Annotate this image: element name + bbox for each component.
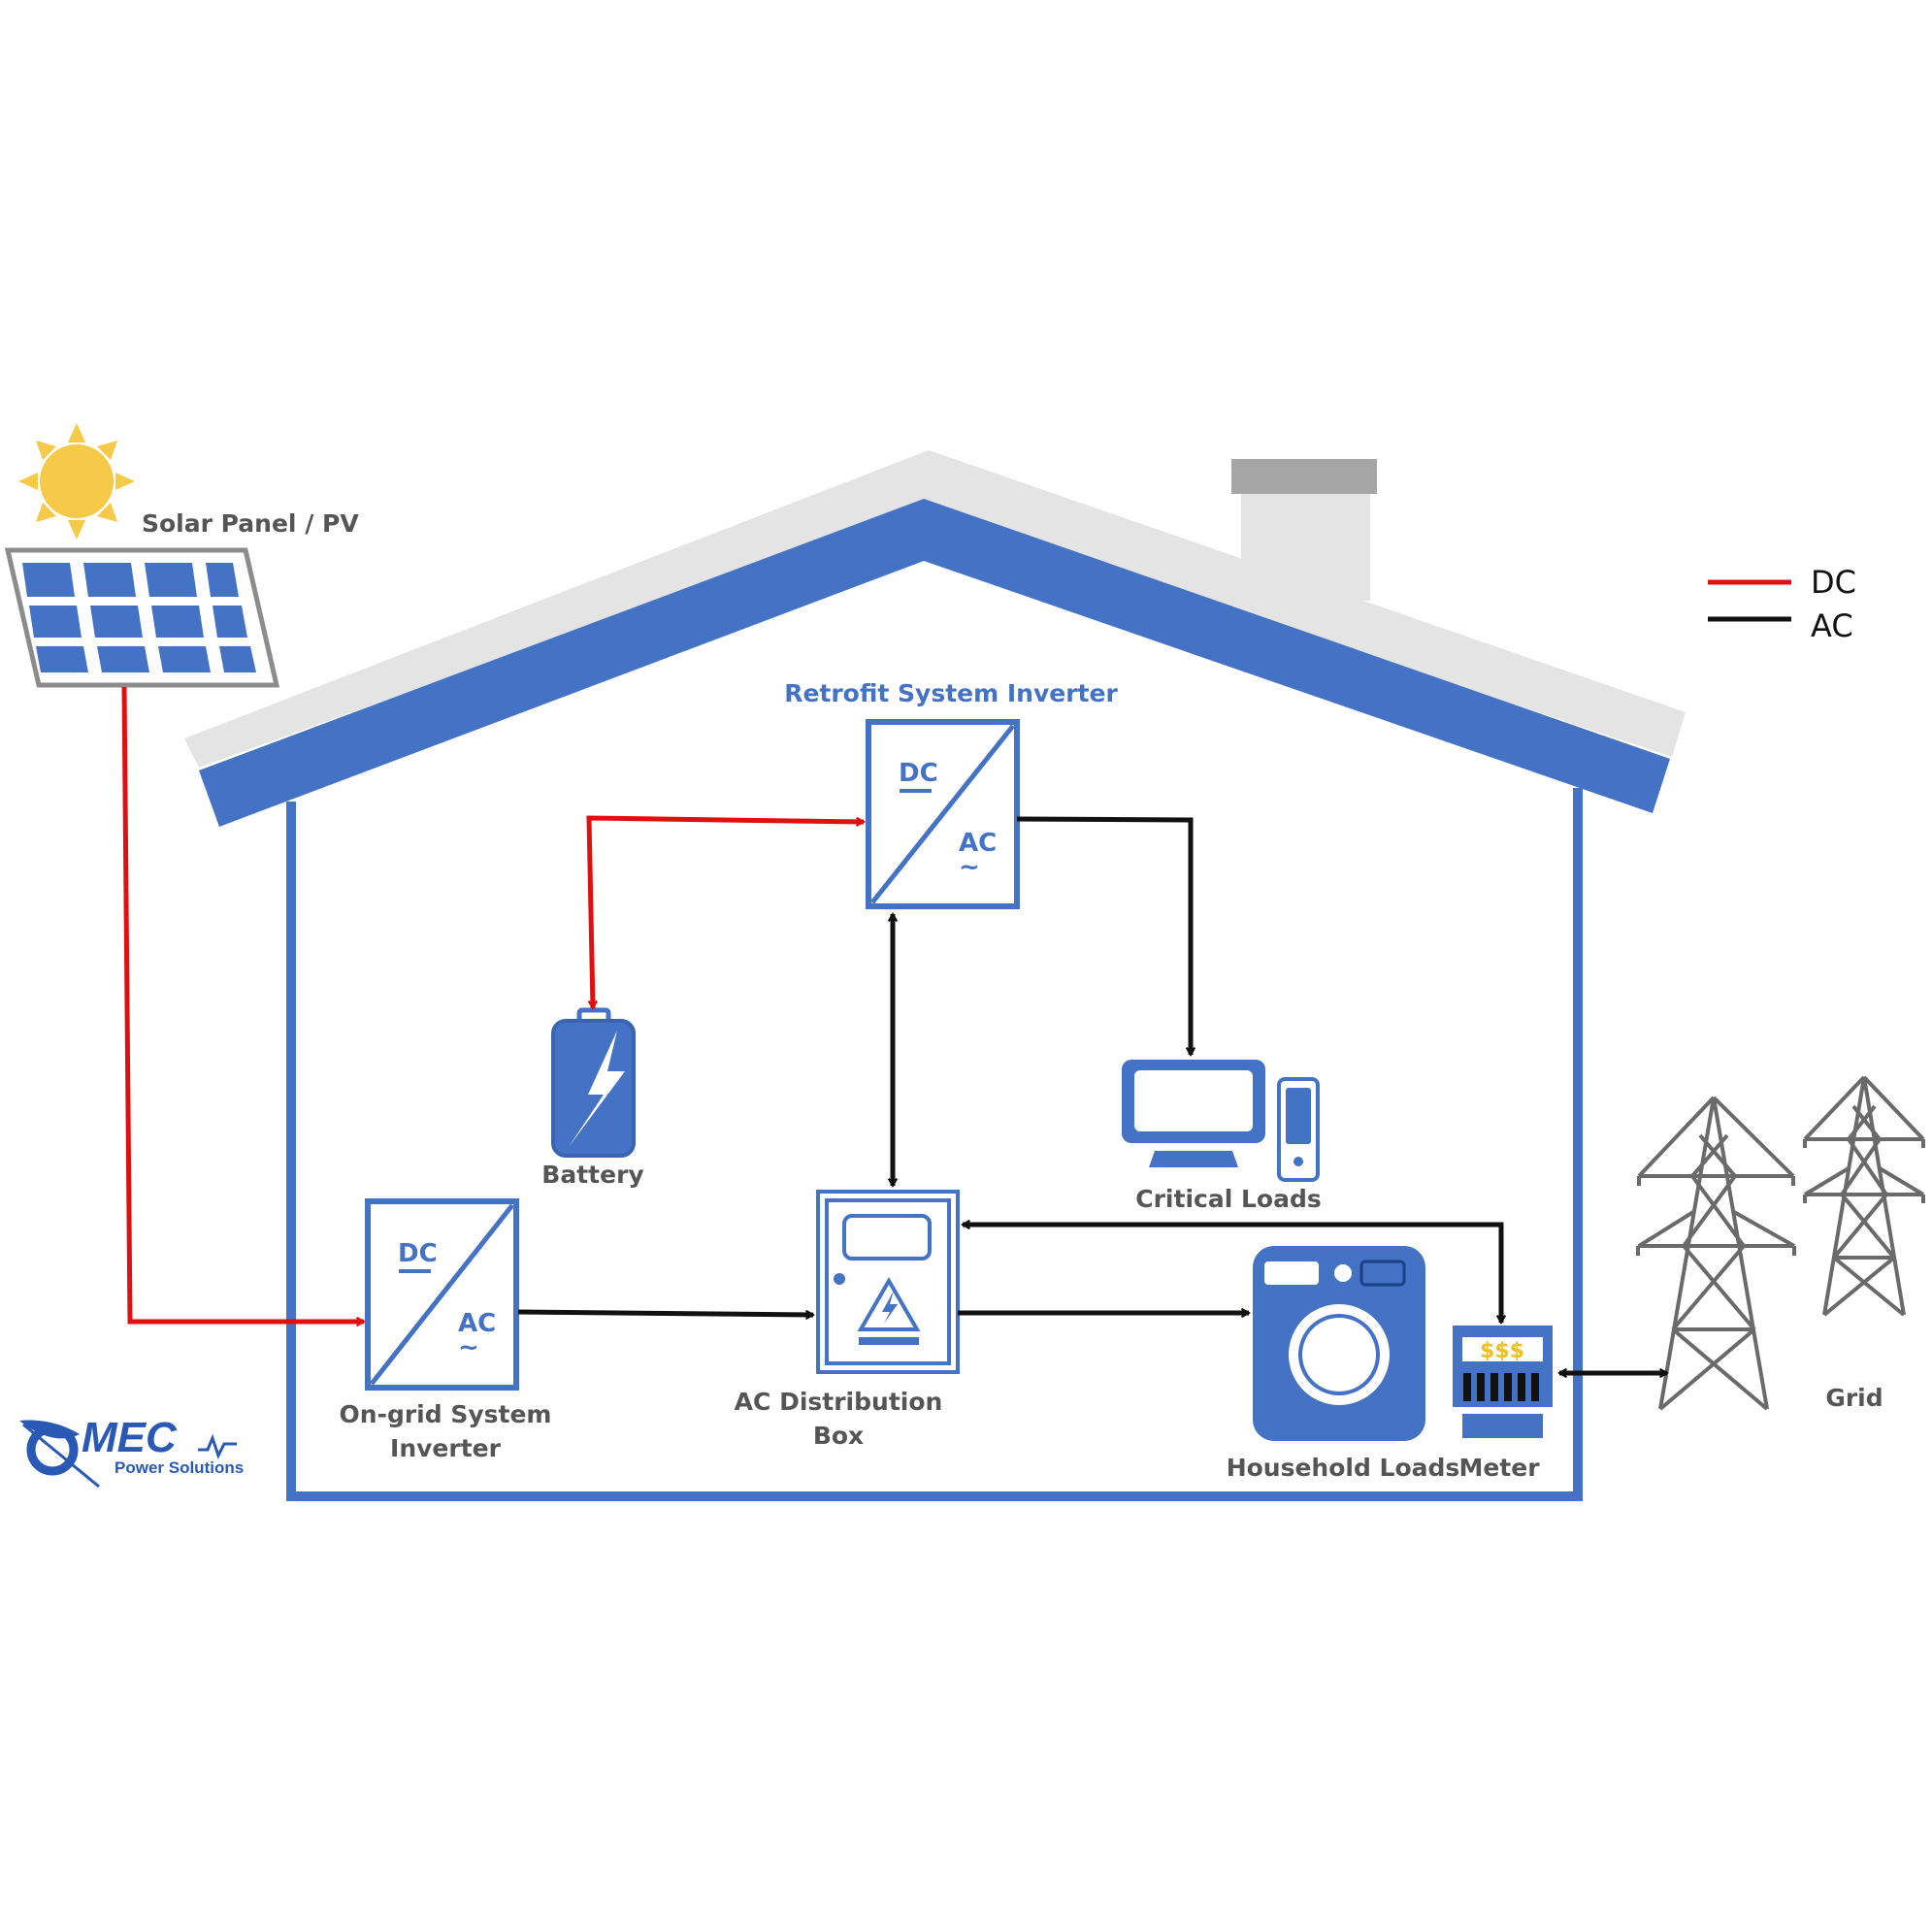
computer-icon [1122, 1060, 1320, 1182]
retrofit-inverter-label: Retrofit System Inverter [784, 679, 1118, 707]
meter-icon: $$$ [1453, 1326, 1553, 1438]
critical-loads-label: Critical Loads [1135, 1185, 1321, 1213]
legend-dc-label: DC [1811, 564, 1856, 601]
sun-icon [18, 423, 135, 540]
washing-machine-icon [1253, 1246, 1425, 1441]
battery-icon [551, 1007, 636, 1158]
roof-grey [184, 450, 1686, 768]
solar-panel-icon [4, 547, 280, 688]
household-loads-label: Household Loads [1227, 1454, 1460, 1482]
power-tower-icon-large [1636, 1096, 1796, 1411]
chimney-cap [1231, 459, 1377, 494]
retrofit-ac-text: AC [959, 829, 997, 858]
ac-box-label-line2: Box [813, 1422, 864, 1450]
grid-label: Grid [1825, 1384, 1883, 1412]
house [184, 450, 1686, 1501]
meter-label: Meter [1458, 1454, 1540, 1482]
ongrid-ac-wave: ~ [458, 1333, 479, 1362]
ongrid-inverter-label-line1: On-grid System [340, 1400, 552, 1428]
legend-ac-label: AC [1811, 607, 1853, 644]
ac-distribution-box-icon [816, 1190, 960, 1374]
ongrid-inverter-icon: DC AC ~ [365, 1198, 519, 1391]
ac-line-meter-acbox [963, 1225, 1501, 1323]
house-walls [286, 788, 1583, 1501]
meter-display-text: $$$ [1480, 1339, 1524, 1363]
dc-line-retrofit-inverter-battery [586, 815, 864, 1008]
ongrid-inverter-label-line2: Inverter [390, 1434, 502, 1462]
mec-logo-name: MEC [82, 1414, 178, 1461]
retrofit-inverter-icon: DC AC ~ [866, 719, 1020, 909]
dc-line-pv-to-ongrid-inverter [121, 686, 364, 1322]
ac-box-label-line1: AC Distribution [735, 1388, 943, 1416]
mec-logo-pulse-icon [198, 1433, 237, 1459]
mec-logo: MEC Power Solutions [19, 1414, 244, 1489]
battery-label: Battery [541, 1161, 643, 1189]
chimney [1241, 494, 1370, 601]
ongrid-dc-text: DC [398, 1239, 438, 1268]
ac-line-ongrid-to-acbox [517, 1309, 813, 1315]
retrofit-ac-wave: ~ [959, 853, 980, 882]
power-tower-icon-small [1803, 1075, 1925, 1317]
roof-blue [199, 499, 1670, 827]
ac-line-retrofit-to-critical-loads [1016, 816, 1191, 1055]
solar-panel-label: Solar Panel / PV [142, 509, 359, 538]
mec-logo-tagline: Power Solutions [115, 1458, 244, 1477]
legend: DC AC [1708, 564, 1856, 644]
retrofit-dc-text: DC [899, 759, 938, 788]
ongrid-ac-text: AC [458, 1309, 496, 1338]
